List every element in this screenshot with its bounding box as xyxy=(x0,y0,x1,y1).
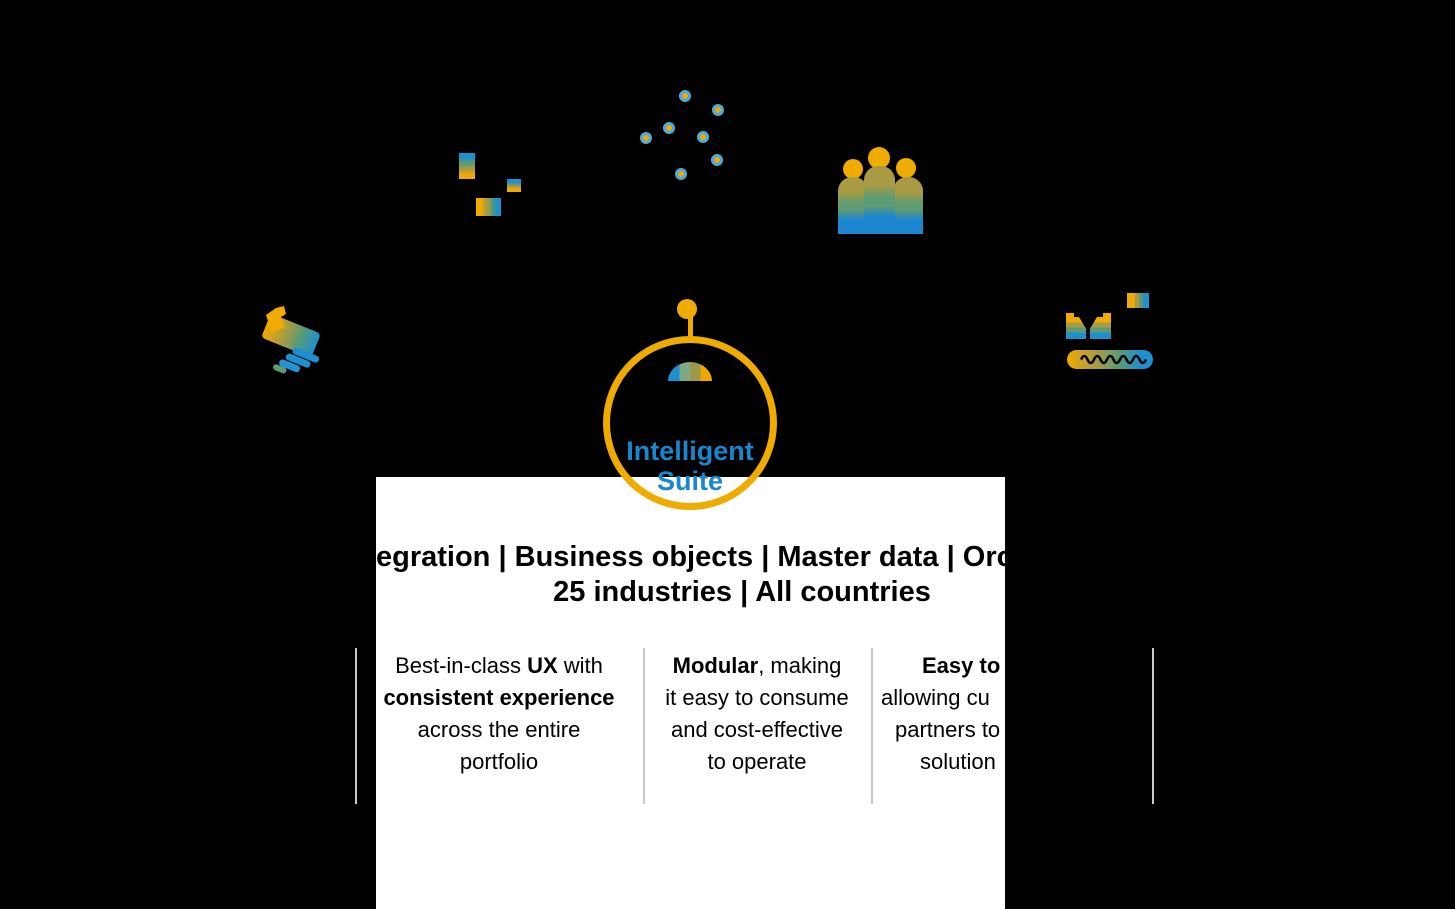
person-head xyxy=(896,158,916,178)
bar-block xyxy=(507,179,521,192)
pin-stem xyxy=(688,315,693,339)
handshake-icon xyxy=(262,306,320,374)
network-node xyxy=(663,122,675,134)
column-modular-text: Modular, making it easy to consume and c… xyxy=(643,650,871,778)
robot-chip xyxy=(1127,293,1149,308)
text-line: solution xyxy=(920,749,996,774)
banner-line-2: 25 industries | All countries xyxy=(553,576,931,608)
pin-knob xyxy=(677,299,697,319)
text-line: to operate xyxy=(707,749,807,774)
robot-ear xyxy=(1066,313,1074,318)
robot-face-notch-stem xyxy=(1086,330,1090,339)
person-body xyxy=(893,177,923,234)
content-panel xyxy=(376,477,1005,909)
column-extend-text: Easy to allowing cu partners to solution xyxy=(871,650,1171,778)
column-divider xyxy=(871,648,873,804)
hub-title-line-2: Suite xyxy=(656,466,723,496)
text-line: partners to xyxy=(895,717,1001,742)
network-node xyxy=(675,168,687,180)
person-head xyxy=(868,147,890,169)
robot-face-notch xyxy=(1079,317,1097,332)
robot-arm-wave xyxy=(1067,350,1153,369)
bar-block xyxy=(476,198,501,216)
hub-ring xyxy=(603,336,777,510)
network-dots-icon xyxy=(630,80,740,190)
text-line: it easy to consume xyxy=(665,685,849,710)
dome-icon xyxy=(668,362,712,381)
text-line: consistent experience xyxy=(383,685,615,710)
text-line: Modular, making xyxy=(672,653,842,678)
column-divider xyxy=(643,648,645,804)
text-line: Best-in-class UX with xyxy=(395,653,603,678)
text-line: portfolio xyxy=(459,749,539,774)
text-line: Easy to xyxy=(922,653,1001,678)
text-line: and cost-effective xyxy=(670,717,844,742)
people-group-icon xyxy=(835,145,925,235)
robot-icon xyxy=(1060,290,1160,370)
person-body xyxy=(864,166,895,234)
stacked-bars-icon xyxy=(455,150,535,220)
network-node xyxy=(712,104,724,116)
banner-line-1: egration | Business objects | Master dat… xyxy=(376,541,1013,573)
bar-block xyxy=(459,153,475,179)
person-body xyxy=(838,177,868,234)
text-line: allowing cu xyxy=(881,685,990,710)
person-head xyxy=(843,159,863,179)
column-divider xyxy=(355,648,357,804)
network-node xyxy=(711,154,723,166)
network-node xyxy=(640,132,652,144)
network-node xyxy=(679,90,691,102)
column-divider xyxy=(1152,648,1154,804)
network-node xyxy=(697,131,709,143)
column-ux-text: Best-in-class UX with consistent experie… xyxy=(355,650,643,778)
hub-title-line-1: Intelligent xyxy=(626,436,754,466)
robot-ear xyxy=(1103,313,1111,318)
text-line: across the entire xyxy=(417,717,581,742)
